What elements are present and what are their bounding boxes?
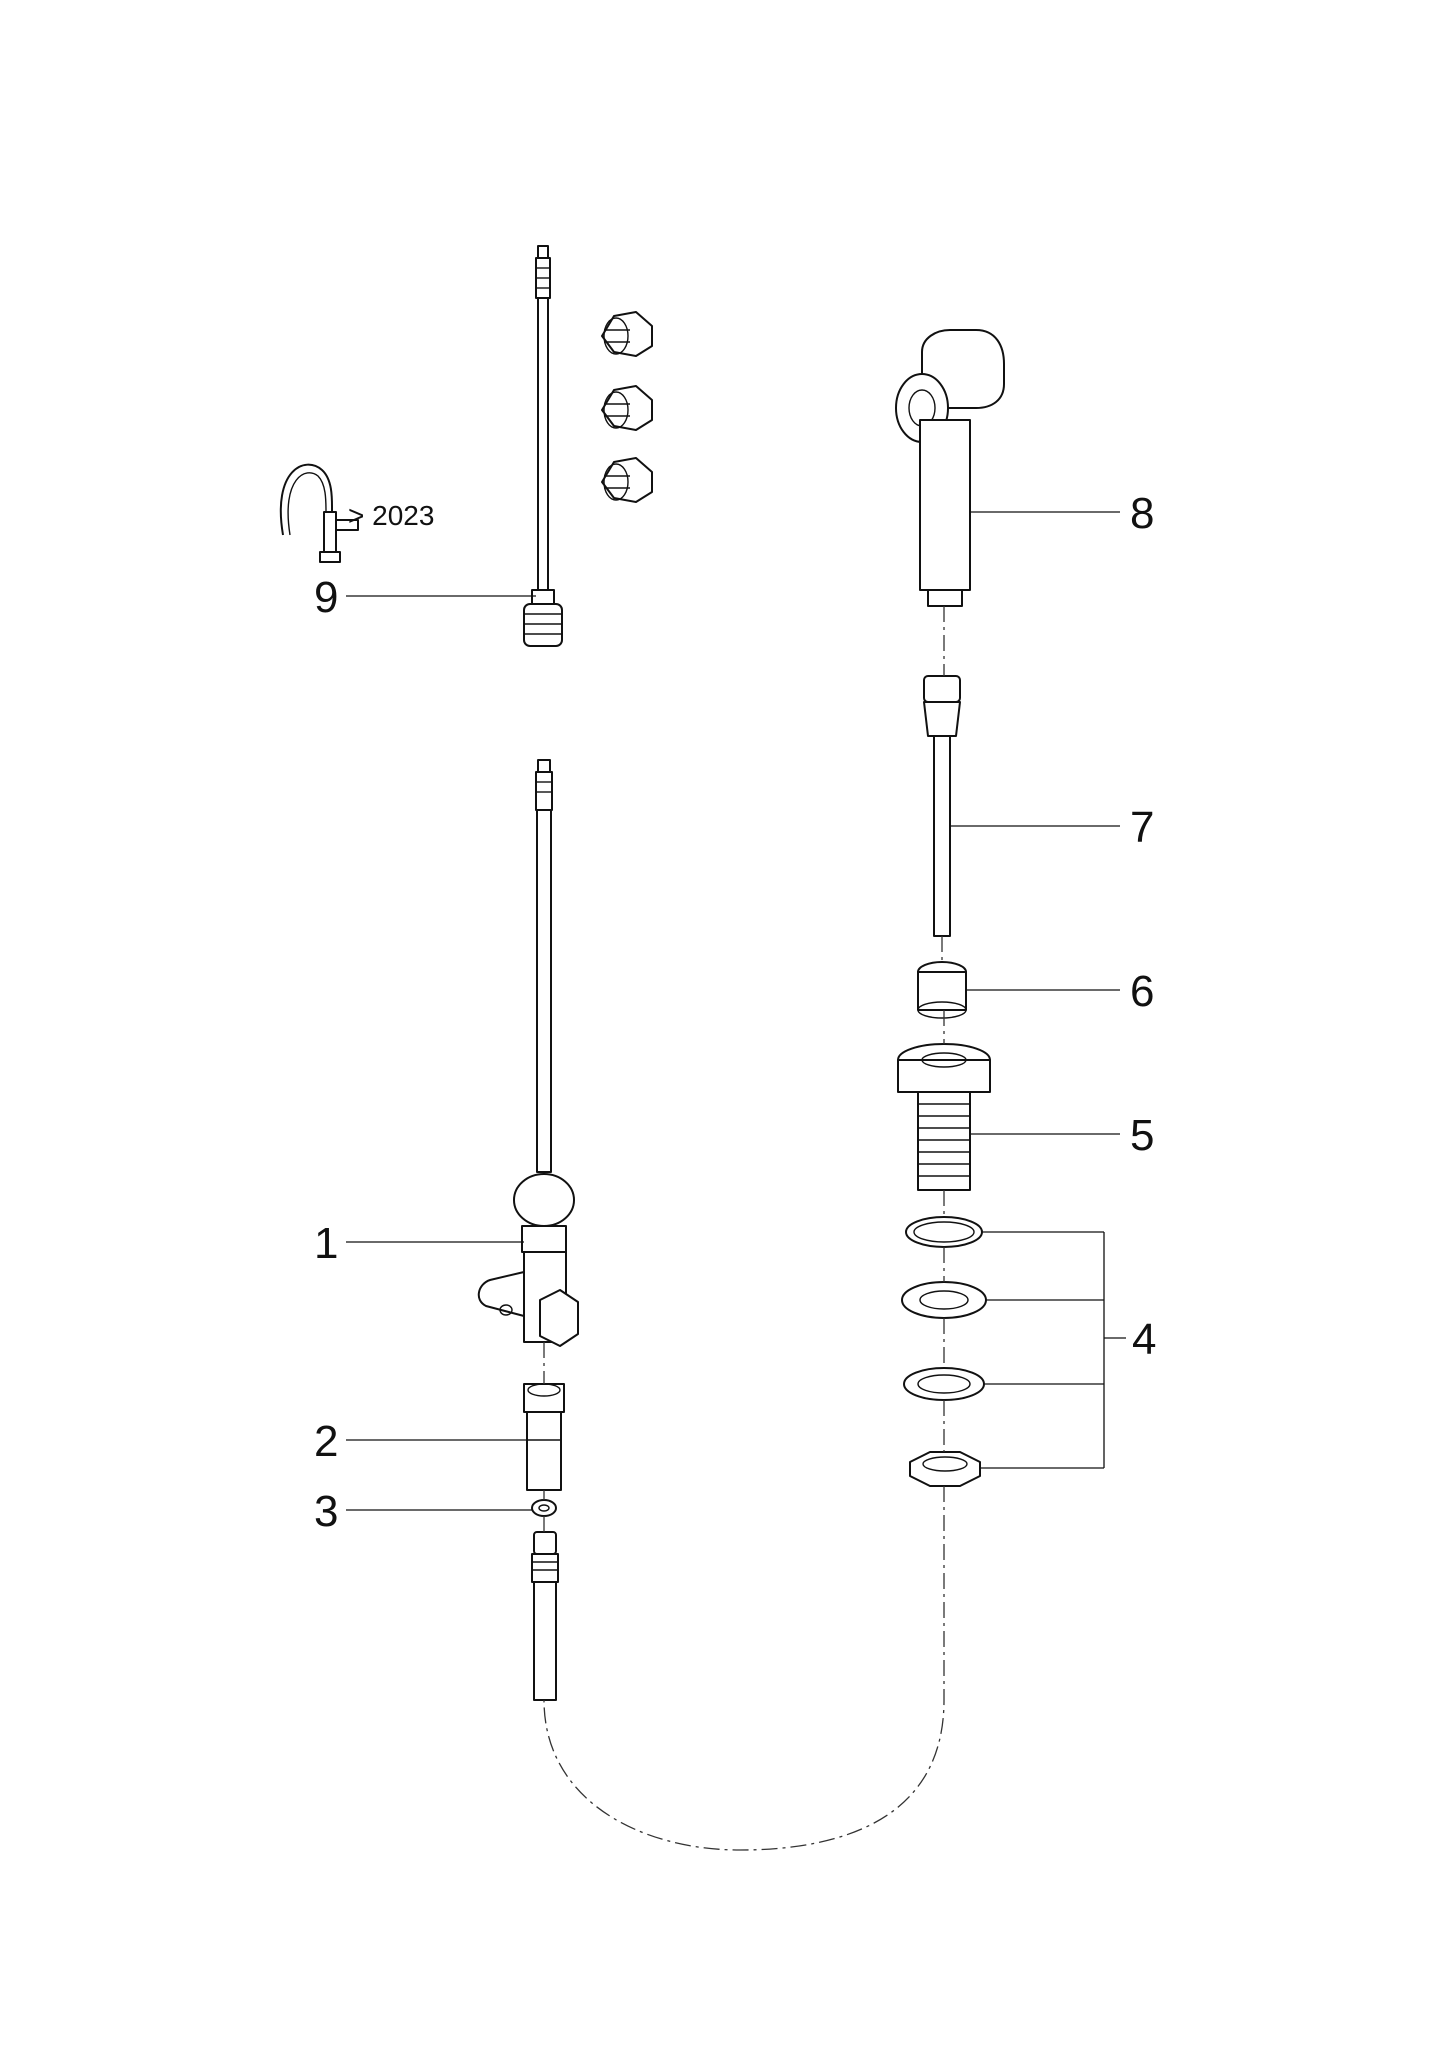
callout-8: 8: [1130, 489, 1154, 538]
callout-1: 1: [314, 1219, 338, 1268]
part-3-washer: [531, 1499, 557, 1517]
part-9-rod: [523, 245, 563, 647]
lower-hose-left: [531, 1531, 559, 1701]
version-note: > 2023: [348, 500, 434, 531]
callout-3: 3: [314, 1487, 338, 1536]
callout-5: 5: [1130, 1111, 1154, 1160]
nut-middle: [601, 385, 653, 431]
callout-7: 7: [1130, 803, 1154, 852]
part-7-hose: [923, 675, 961, 937]
callout-4: 4: [1132, 1315, 1156, 1364]
faucet-inset-icon: [279, 463, 359, 563]
part-2-adapter: [523, 1383, 565, 1491]
callout-9: 9: [314, 573, 338, 622]
nut-bottom: [601, 457, 653, 503]
nut-top: [601, 311, 653, 357]
part-4-washer-set: [901, 1216, 987, 1487]
part-8-shower-head: [895, 329, 1005, 607]
part-1-valve: [477, 759, 579, 1347]
assembly-centerlines: [543, 606, 945, 1851]
part-6-sleeve: [917, 961, 967, 1019]
part-5-threaded-flange: [897, 1043, 991, 1191]
leader-lines: [346, 511, 1126, 1511]
callout-6: 6: [1130, 967, 1154, 1016]
callout-2: 2: [314, 1417, 338, 1466]
